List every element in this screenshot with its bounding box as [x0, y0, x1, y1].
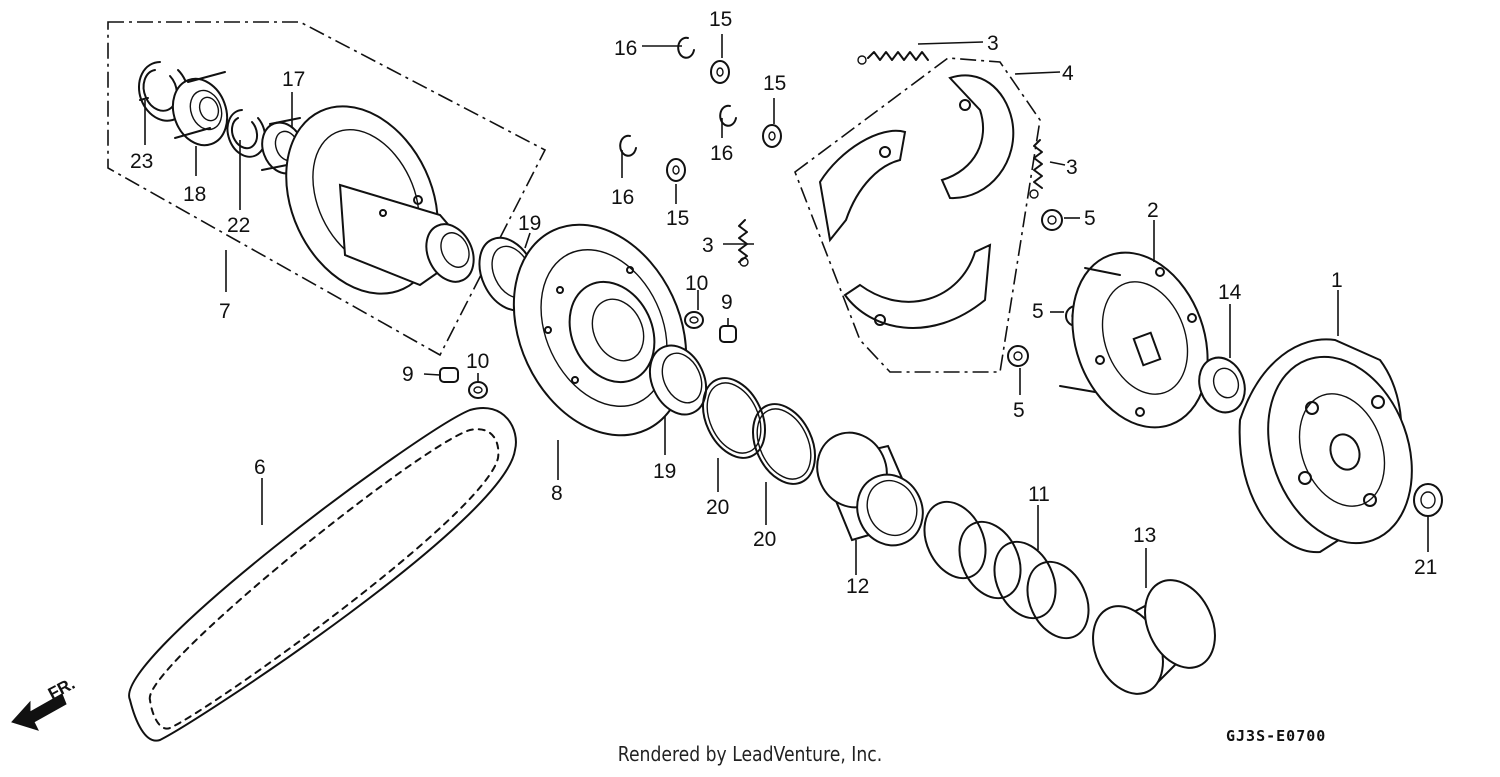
- callout-5-a: 5: [1084, 207, 1096, 230]
- callout-14: 14: [1218, 281, 1242, 304]
- nut-14: [1198, 356, 1246, 414]
- callout-9-right: 9: [721, 291, 733, 314]
- assembly-4-outline: [794, 57, 1041, 373]
- callout-5-b: 5: [1032, 300, 1044, 323]
- callout-16-b: 16: [710, 142, 733, 165]
- spring-3-top: [857, 51, 929, 65]
- oil-seal-19-lower: [648, 344, 708, 416]
- callout-16-a: 16: [614, 37, 637, 60]
- callout-21: 21: [1414, 556, 1437, 579]
- callout-13: 13: [1133, 524, 1156, 547]
- callout-7: 7: [219, 300, 231, 323]
- diagram-code: GJ3S-E0700: [1226, 727, 1326, 745]
- circlip-22: [226, 109, 267, 158]
- washer-15-c: [666, 158, 686, 182]
- callout-17: 17: [282, 68, 305, 91]
- nut-21: [1413, 483, 1443, 517]
- collar-5-a: [1041, 209, 1063, 231]
- callout-1: 1: [1331, 269, 1343, 292]
- collar-5-c: [1007, 345, 1029, 367]
- callout-labels: 1 2 3 3 3 4 5 5 5 6 7 8 9 9 10 10 11 12 …: [130, 8, 1437, 598]
- clutch-shoe-4: [818, 74, 1015, 329]
- callout-8: 8: [551, 482, 563, 505]
- driven-face-8: [512, 223, 688, 437]
- callout-15-b: 15: [763, 72, 786, 95]
- drive-belt-6: [128, 407, 517, 742]
- pin-9-right: [719, 325, 737, 343]
- callout-11: 11: [1028, 483, 1050, 506]
- collar-12: [816, 431, 924, 547]
- spring-3-middle: [738, 219, 749, 267]
- washer-15-a: [710, 60, 730, 84]
- front-label: FR.: [45, 674, 78, 704]
- callout-20-a: 20: [706, 496, 729, 519]
- callout-18: 18: [183, 183, 206, 206]
- callout-10-left: 10: [466, 350, 489, 373]
- collar-10-left: [468, 381, 488, 399]
- spring-11: [923, 500, 1090, 640]
- callout-3-middle: 3: [702, 234, 714, 257]
- bearing-18: [171, 71, 229, 147]
- callout-23: 23: [130, 150, 153, 173]
- o-ring-20-b: [752, 403, 816, 485]
- callout-9-left: 9: [402, 363, 414, 386]
- washer-15-b: [762, 124, 782, 148]
- pin-9-left: [439, 367, 459, 383]
- spring-3-right: [1029, 139, 1043, 199]
- o-ring-20-a: [702, 377, 766, 459]
- callout-12: 12: [846, 575, 869, 598]
- callout-19-lower: 19: [653, 460, 676, 483]
- callout-15-c: 15: [666, 207, 689, 230]
- callout-22: 22: [227, 214, 250, 237]
- cap-13: [1092, 579, 1216, 695]
- callout-16-c: 16: [611, 186, 634, 209]
- clutch-outer-1: [1238, 338, 1413, 554]
- clip-16-a: [677, 36, 695, 59]
- leader-lines: [144, 34, 1429, 588]
- callout-19-upper: 19: [518, 212, 541, 235]
- callout-10-right: 10: [685, 272, 708, 295]
- callout-20-b: 20: [753, 528, 776, 551]
- driven-face-7: [285, 105, 475, 295]
- collar-10-right: [684, 311, 704, 329]
- callout-2: 2: [1147, 199, 1159, 222]
- callout-3-top: 3: [987, 32, 999, 55]
- callout-3-right: 3: [1066, 156, 1078, 179]
- callout-15-a: 15: [709, 8, 732, 31]
- front-direction-arrow: FR.: [11, 674, 78, 731]
- render-credit: Rendered by LeadVenture, Inc.: [617, 742, 883, 766]
- callout-6: 6: [254, 456, 266, 479]
- drive-plate-2: [1059, 251, 1209, 429]
- callout-5-c: 5: [1013, 399, 1025, 422]
- callout-4: 4: [1062, 62, 1074, 85]
